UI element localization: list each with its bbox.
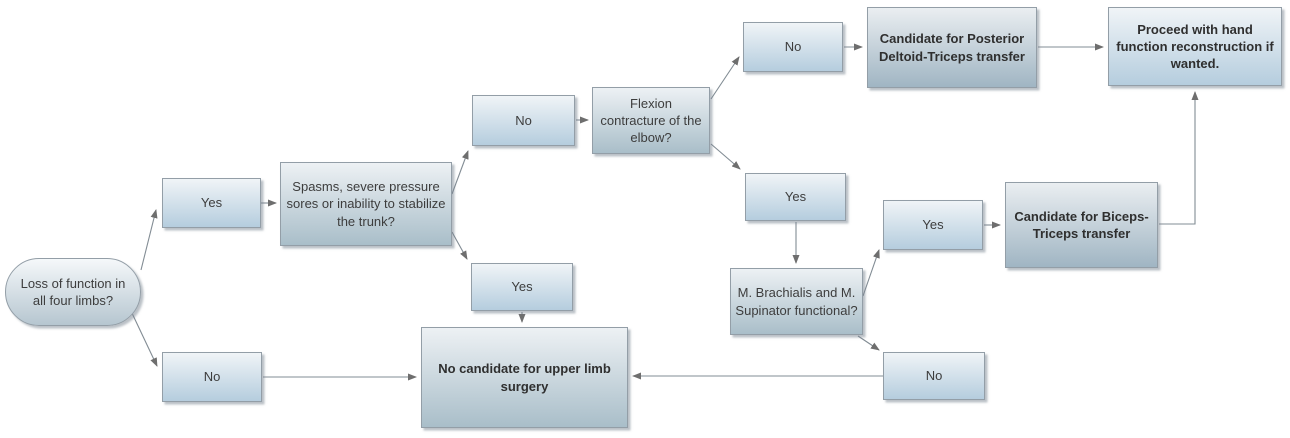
edge-start-no1 (130, 310, 158, 367)
edge-start-yes1 (140, 209, 158, 271)
node-no-candidate-surgery: No candidate for upper limb surgery (421, 327, 628, 428)
node-flexion-question: Flexion contracture of the elbow? (592, 87, 710, 154)
node-start-terminator: Loss of function in all four limbs? (5, 258, 141, 326)
node-no-limbs: No (162, 352, 262, 402)
node-yes-limbs: Yes (162, 178, 261, 228)
node-spasms-question: Spasms, severe pressure sores or inabili… (280, 162, 452, 246)
node-posterior-deltoid-transfer: Candidate for Posterior Deltoid-Triceps … (867, 7, 1037, 88)
edge-brachialis-yes4 (862, 249, 880, 297)
edge-spasms-no2 (451, 150, 469, 195)
edge-flexion-no3 (710, 56, 740, 100)
edge-spasms-yes2 (451, 231, 468, 260)
node-yes-spasms: Yes (471, 263, 573, 311)
node-no-spasms: No (472, 95, 575, 146)
node-brachialis-question: M. Brachialis and M. Supinator functiona… (730, 268, 863, 335)
edge-biceps-proceed (1159, 91, 1199, 225)
node-yes-brachialis: Yes (883, 200, 983, 250)
edge-flexion-yes3 (710, 143, 741, 170)
node-yes-contracture: Yes (745, 173, 846, 221)
node-proceed-hand-reconstruction: Proceed with hand function reconstructio… (1108, 7, 1282, 86)
node-no-brachialis: No (883, 352, 985, 400)
node-no-contracture: No (743, 22, 843, 72)
edge-brachialis-no4 (857, 335, 880, 351)
node-biceps-triceps-transfer: Candidate for Biceps-Triceps transfer (1005, 182, 1158, 268)
